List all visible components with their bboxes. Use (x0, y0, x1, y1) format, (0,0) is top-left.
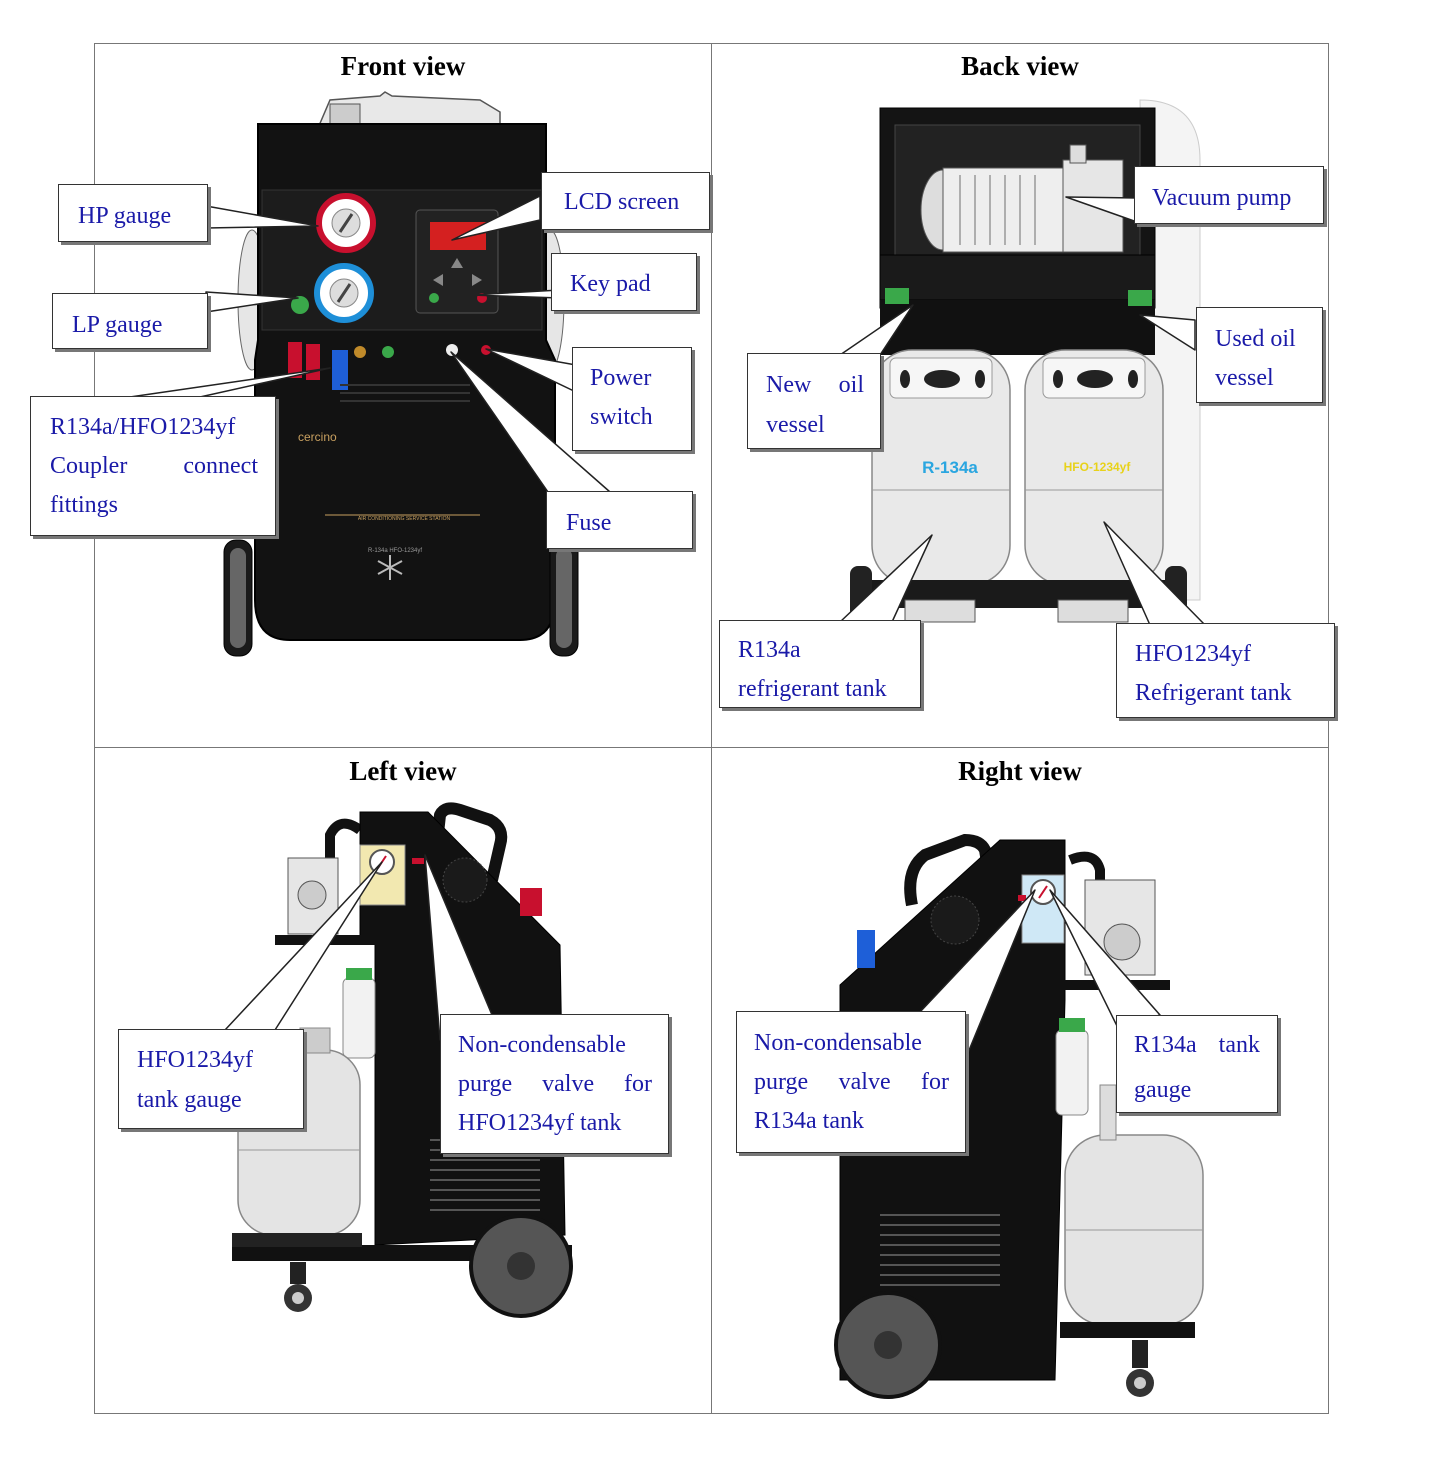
r134a-tank-label-line2: refrigerant tank (738, 676, 887, 702)
lp-gauge-label: LP gauge (72, 312, 163, 338)
hfo-gauge-label-line2: tank gauge (137, 1087, 242, 1113)
coupler-label-line3: fittings (50, 492, 119, 518)
callout-lcd-screen (541, 172, 710, 230)
hfo-tank-icon (1024, 349, 1164, 586)
purge-r134a-label-line1: Non-condensable (754, 1030, 922, 1056)
right-view-title: Right view (958, 756, 1082, 786)
callout-purge-r134a (736, 1011, 966, 1153)
front-view-title: Front view (340, 51, 466, 81)
hfo-gauge-label-line1: HFO1234yf (137, 1047, 254, 1073)
purge-hfo-label-line1: Non-condensable (458, 1032, 626, 1058)
back-tank-label-left: R-134a (922, 458, 978, 477)
lcd-screen-label: LCD screen (564, 189, 680, 215)
callout-r134a-gauge (1116, 1015, 1278, 1113)
purge-hfo-label-line3: HFO1234yf tank (458, 1110, 622, 1136)
callout-pointers (129, 195, 1206, 1061)
fuse-label: Fuse (566, 510, 612, 536)
coupler-label-line1: R134a/HFO1234yf (50, 414, 236, 440)
front-machine-panel-text: AIR CONDITIONING SERVICE STATION (358, 516, 451, 522)
front-machine-illustration: cercino AIR CONDITIONING SERVICE STATION… (223, 91, 579, 657)
callout-fuse (546, 491, 693, 549)
purge-r134a-label-line3: R134a tank (754, 1108, 864, 1134)
callout-coupler (30, 396, 276, 536)
power-switch-label-line2: switch (590, 404, 653, 430)
left-view-title: Left view (349, 756, 457, 786)
hfo-tank-label-line1: HFO1234yf (1135, 641, 1252, 667)
back-tank-label-right: HFO-1234yf (1064, 460, 1132, 474)
front-machine-model-text: R-134a HFO-1234yf (368, 548, 422, 554)
back-view-title: Back view (961, 51, 1079, 81)
used-oil-label-line1: Used oil (1215, 326, 1296, 352)
callout-lp-gauge (52, 293, 208, 349)
r134a-gauge-label-line2: gauge (1134, 1077, 1192, 1103)
callout-new-oil (747, 353, 881, 449)
callout-hfo-gauge (118, 1029, 304, 1129)
snowflake-icon (377, 555, 403, 580)
grid-border-right (1328, 43, 1329, 1414)
r134a-tank-label-line1: R134a (738, 637, 801, 663)
vacuum-pump-label: Vacuum pump (1152, 185, 1292, 211)
callout-key-pad (551, 253, 697, 311)
grid-divider-vertical (711, 43, 712, 1414)
key-pad-label: Key pad (570, 271, 651, 297)
callout-purge-hfo (440, 1014, 669, 1154)
r134a-tank-icon (871, 349, 1011, 586)
used-oil-label-line2: vessel (1215, 365, 1274, 391)
power-switch-label-line1: Power (590, 365, 652, 391)
callout-hp-gauge (58, 184, 208, 242)
grid-divider-horizontal (94, 747, 1329, 748)
callout-power-switch (572, 347, 692, 451)
hp-gauge-label: HP gauge (78, 203, 172, 229)
grid-border-left (94, 43, 95, 1414)
callout-used-oil (1196, 307, 1323, 403)
lcd-screen-icon (430, 222, 486, 250)
back-machine-illustration: R-134a HFO-1234yf (850, 99, 1201, 626)
hfo-tank-label-line2: Refrigerant tank (1135, 680, 1292, 706)
callout-r134a-tank (719, 620, 921, 708)
callout-hfo-tank (1116, 623, 1335, 718)
front-machine-brand: cercino (298, 430, 337, 444)
callout-vacuum-pump (1134, 166, 1324, 224)
new-oil-label-line2: vessel (766, 412, 825, 438)
